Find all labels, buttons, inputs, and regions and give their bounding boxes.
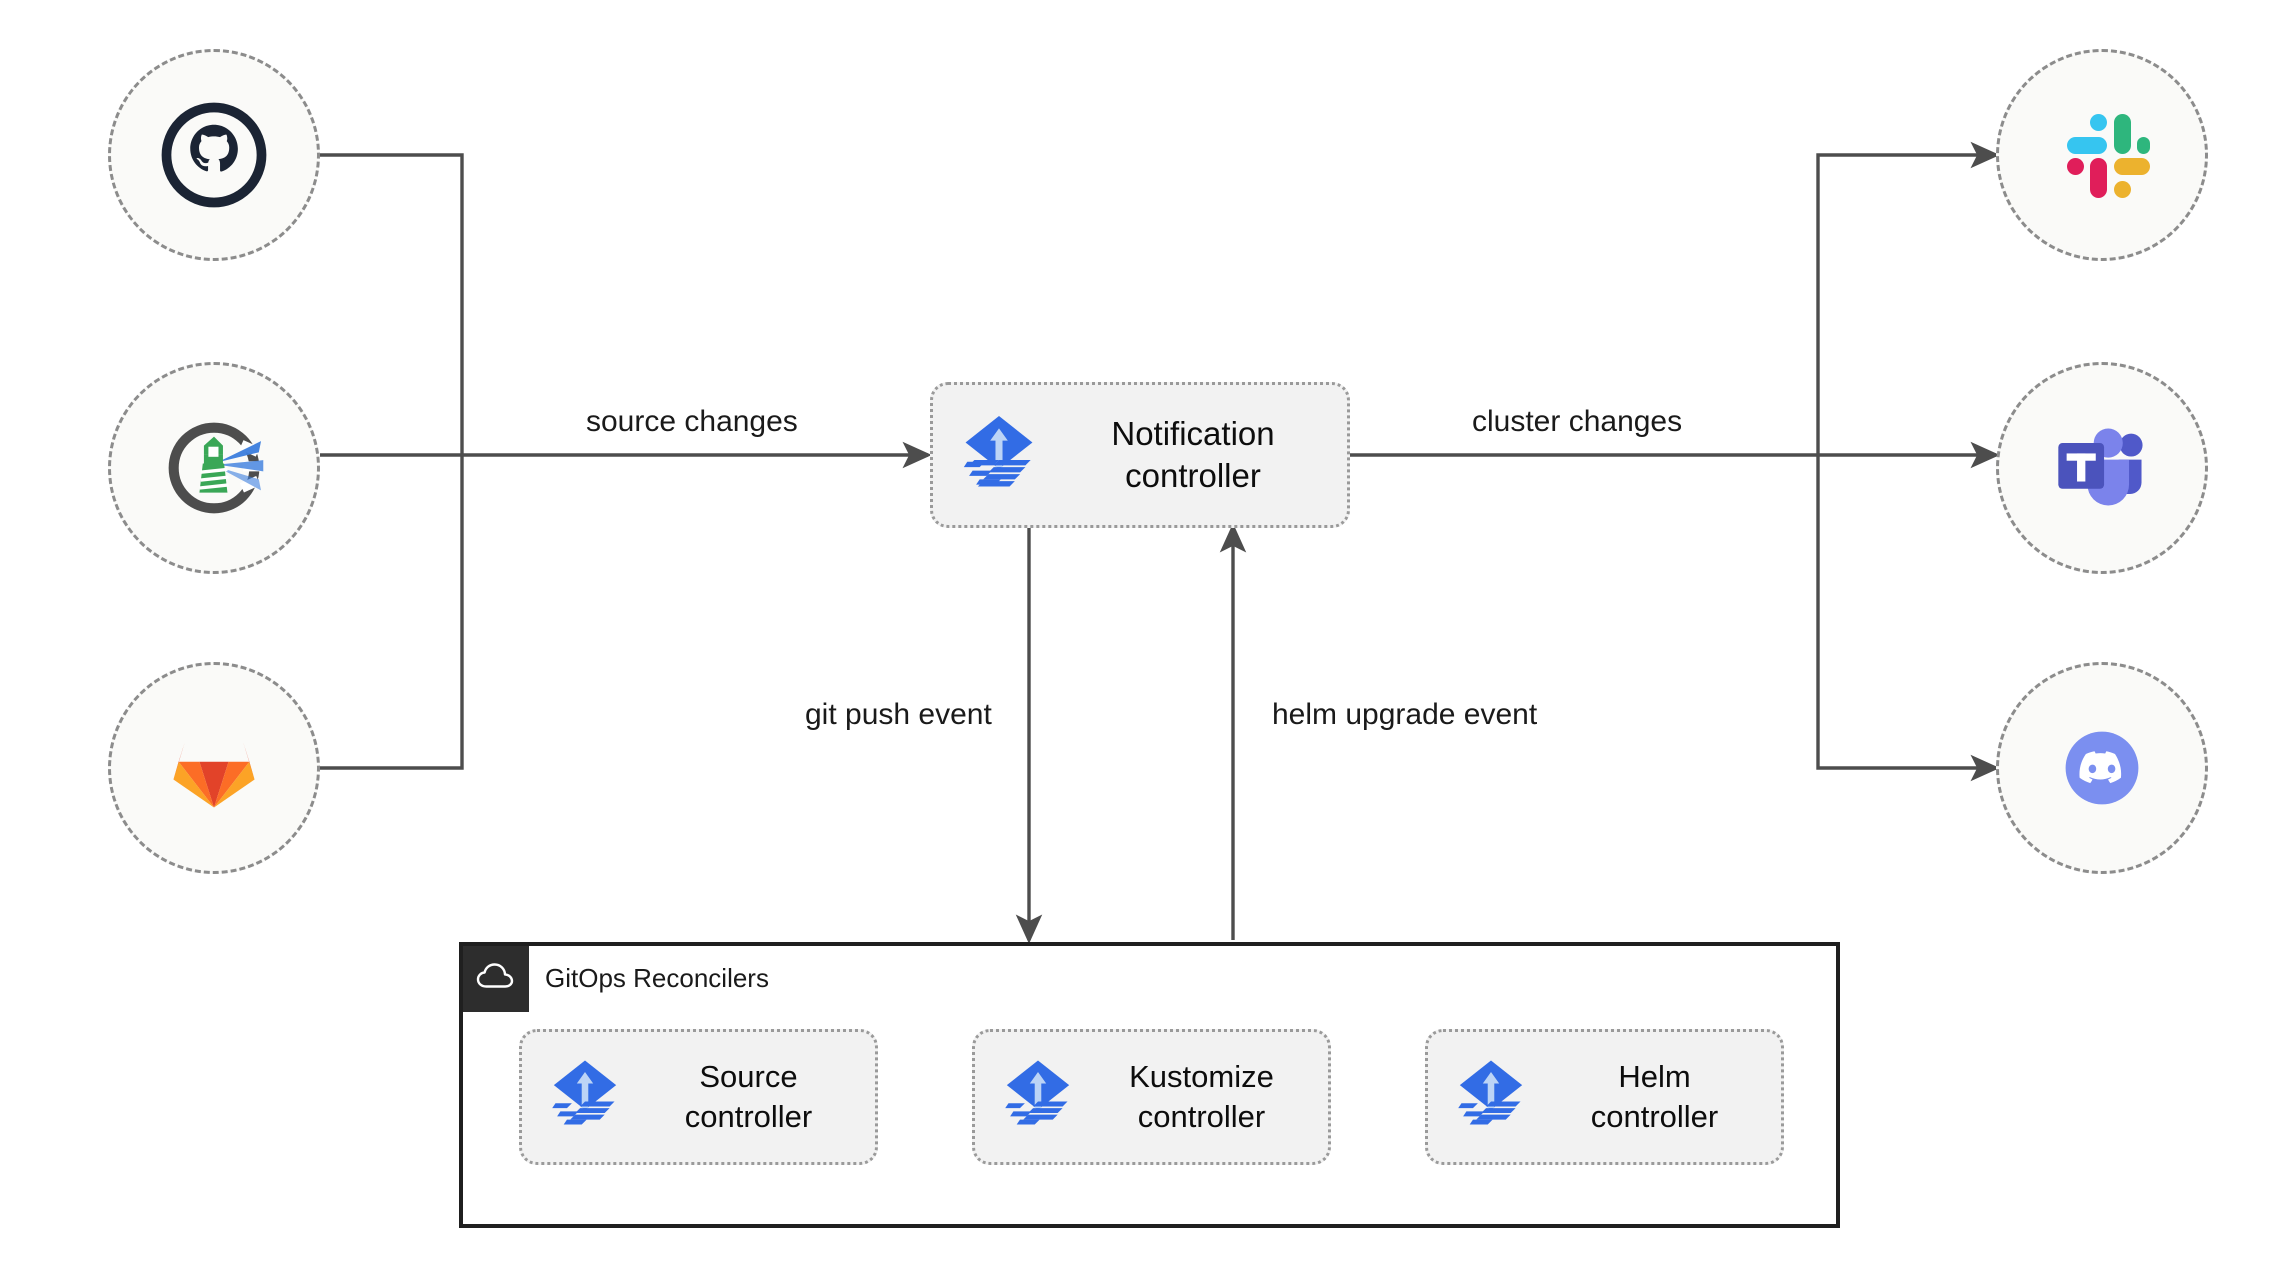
edge-label-helm-upgrade-event: helm upgrade event bbox=[1272, 698, 1538, 731]
kustomize-controller-label: Kustomize controller bbox=[1129, 1059, 1274, 1134]
notification-controller-box[interactable]: Notification controller bbox=[930, 382, 1350, 528]
reconcilers-title: GitOps Reconcilers bbox=[545, 963, 769, 993]
cloud-icon bbox=[476, 962, 516, 997]
flux-controller-icon bbox=[997, 1054, 1079, 1141]
source-controller-box[interactable]: Source controller bbox=[519, 1029, 878, 1165]
slack-icon bbox=[2052, 105, 2152, 205]
notification-controller-label: Notification controller bbox=[1111, 414, 1275, 494]
github-icon bbox=[160, 101, 268, 209]
destination-node-discord[interactable] bbox=[1996, 662, 2208, 874]
source-node-gitlab[interactable] bbox=[108, 662, 320, 874]
helm-controller-box[interactable]: Helm controller bbox=[1425, 1029, 1784, 1165]
destination-node-slack[interactable] bbox=[1996, 49, 2208, 261]
flux-controller-icon bbox=[1450, 1054, 1532, 1141]
edge-label-cluster-changes: cluster changes bbox=[1472, 405, 1683, 438]
reconcilers-tab bbox=[463, 946, 529, 1012]
kustomize-controller-box[interactable]: Kustomize controller bbox=[972, 1029, 1331, 1165]
edge-label-source-changes: source changes bbox=[586, 405, 798, 438]
flux-lighthouse-icon bbox=[158, 412, 270, 524]
source-controller-label: Source controller bbox=[684, 1059, 813, 1134]
flux-controller-icon bbox=[955, 409, 1043, 502]
edge-label-git-push-event: git push event bbox=[805, 698, 992, 731]
helm-controller-label: Helm controller bbox=[1590, 1059, 1719, 1134]
source-node-github[interactable] bbox=[108, 49, 320, 261]
discord-icon bbox=[2050, 716, 2154, 820]
destination-node-teams[interactable] bbox=[1996, 362, 2208, 574]
flux-controller-icon bbox=[544, 1054, 626, 1141]
gitlab-icon bbox=[162, 716, 266, 820]
microsoft-teams-icon bbox=[2050, 416, 2154, 520]
source-node-flux[interactable] bbox=[108, 362, 320, 574]
